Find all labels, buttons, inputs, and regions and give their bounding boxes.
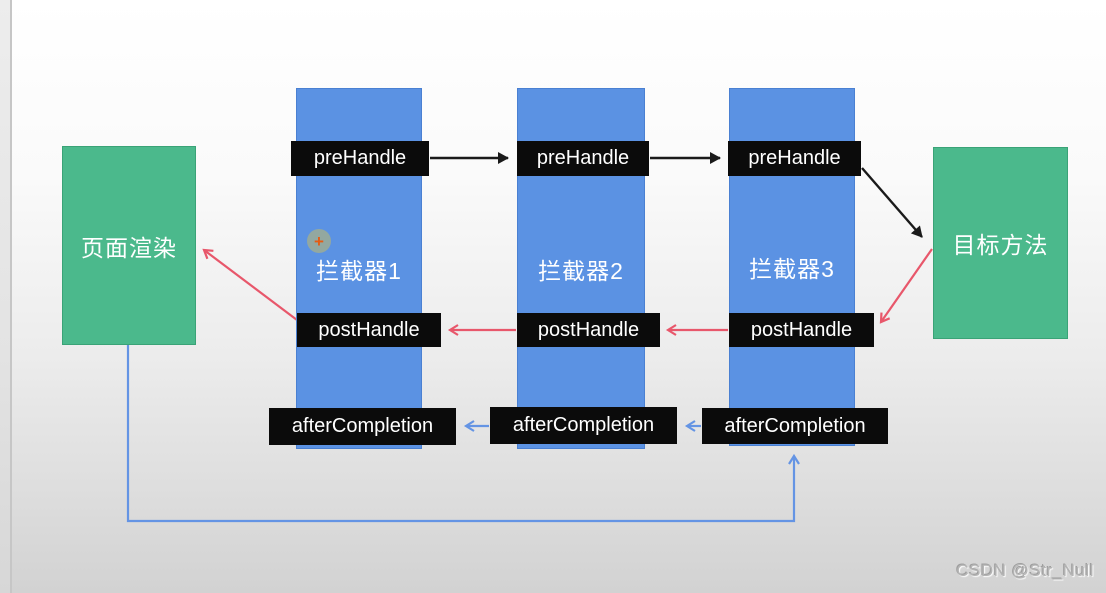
posthandle-1-label: postHandle bbox=[297, 313, 441, 347]
aftercompletion-2-text: afterCompletion bbox=[512, 414, 655, 436]
page-edge-strip bbox=[0, 0, 12, 593]
prehandle-2-text: preHandle bbox=[536, 147, 630, 169]
plus-glyph: + bbox=[314, 231, 324, 251]
aftercompletion-1-text: afterCompletion bbox=[291, 415, 434, 437]
watermark-text: CSDN @Str_Null bbox=[956, 561, 1094, 580]
posthandle-2-label: postHandle bbox=[517, 313, 660, 347]
posthandle-1-text: postHandle bbox=[318, 318, 420, 341]
page-render-label: 页面渲染 bbox=[81, 234, 177, 261]
target-method-node: 目标方法 bbox=[933, 147, 1068, 339]
aftercompletion-2-label: afterCompletion bbox=[490, 407, 677, 444]
prehandle-2-label: preHandle bbox=[517, 141, 649, 176]
aftercompletion-3-label: afterCompletion bbox=[702, 408, 888, 444]
interceptor-3-label: 拦截器3 bbox=[749, 256, 835, 282]
posthandle-3-text: postHandle bbox=[750, 318, 853, 341]
prehandle-1-text: preHandle bbox=[313, 147, 407, 169]
prehandle-3-label: preHandle bbox=[728, 141, 861, 176]
posthandle-3-label: postHandle bbox=[729, 313, 874, 347]
posthandle-2-text: postHandle bbox=[537, 318, 640, 341]
target-method-label: 目标方法 bbox=[952, 232, 1049, 258]
arrow-prehandle-3-to-target bbox=[861, 167, 923, 238]
interceptor-1-label: 拦截器1 bbox=[316, 257, 402, 284]
page-render-node: 页面渲染 bbox=[62, 146, 196, 345]
aftercompletion-3-text: afterCompletion bbox=[724, 414, 866, 437]
prehandle-3-text: preHandle bbox=[748, 147, 841, 169]
interceptor-2-label: 拦截器2 bbox=[538, 257, 624, 284]
prehandle-1-label: preHandle bbox=[291, 141, 429, 176]
arrow-posthandle-1-to-page-render bbox=[202, 248, 298, 321]
arrow-page-render-to-aftercompletion-3 bbox=[126, 343, 800, 523]
aftercompletion-1-label: afterCompletion bbox=[269, 408, 456, 445]
plus-badge-icon[interactable]: + bbox=[307, 229, 331, 253]
arrow-target-to-posthandle-3 bbox=[879, 248, 933, 324]
